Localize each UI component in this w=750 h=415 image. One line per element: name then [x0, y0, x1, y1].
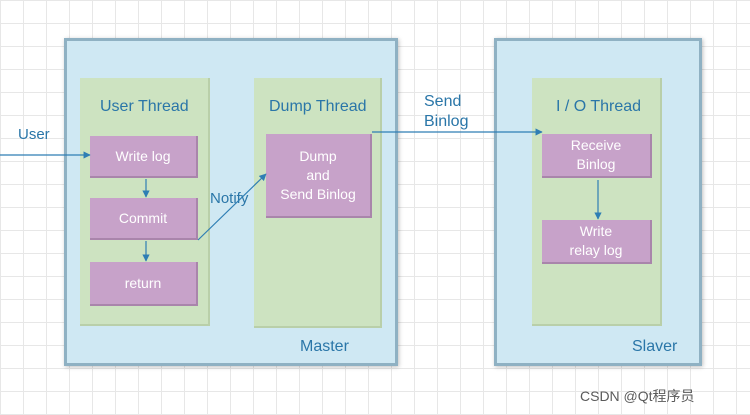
notify-label: Notify: [210, 190, 249, 207]
receive-binlog-block: Receive Binlog: [542, 134, 652, 178]
notify-arrow: [197, 173, 267, 241]
user-label: User: [18, 126, 50, 143]
user-thread-title: User Thread: [100, 98, 189, 115]
master-label: Master: [300, 338, 349, 355]
io-thread-title: I / O Thread: [556, 98, 642, 115]
commit-block: Commit: [90, 198, 198, 240]
dump-send-binlog-block: Dump and Send Binlog: [266, 134, 372, 218]
dump-thread-title: Dump Thread: [269, 98, 367, 115]
watermark: CSDN @Qt程序员: [580, 388, 695, 404]
send-binlog-label: Send Binlog: [424, 93, 469, 130]
return-block: return: [90, 262, 198, 306]
slaver-label: Slaver: [632, 338, 678, 355]
write-log-block: Write log: [90, 136, 198, 178]
write-relay-log-block: Write relay log: [542, 220, 652, 264]
io-thread-panel: [532, 78, 662, 326]
